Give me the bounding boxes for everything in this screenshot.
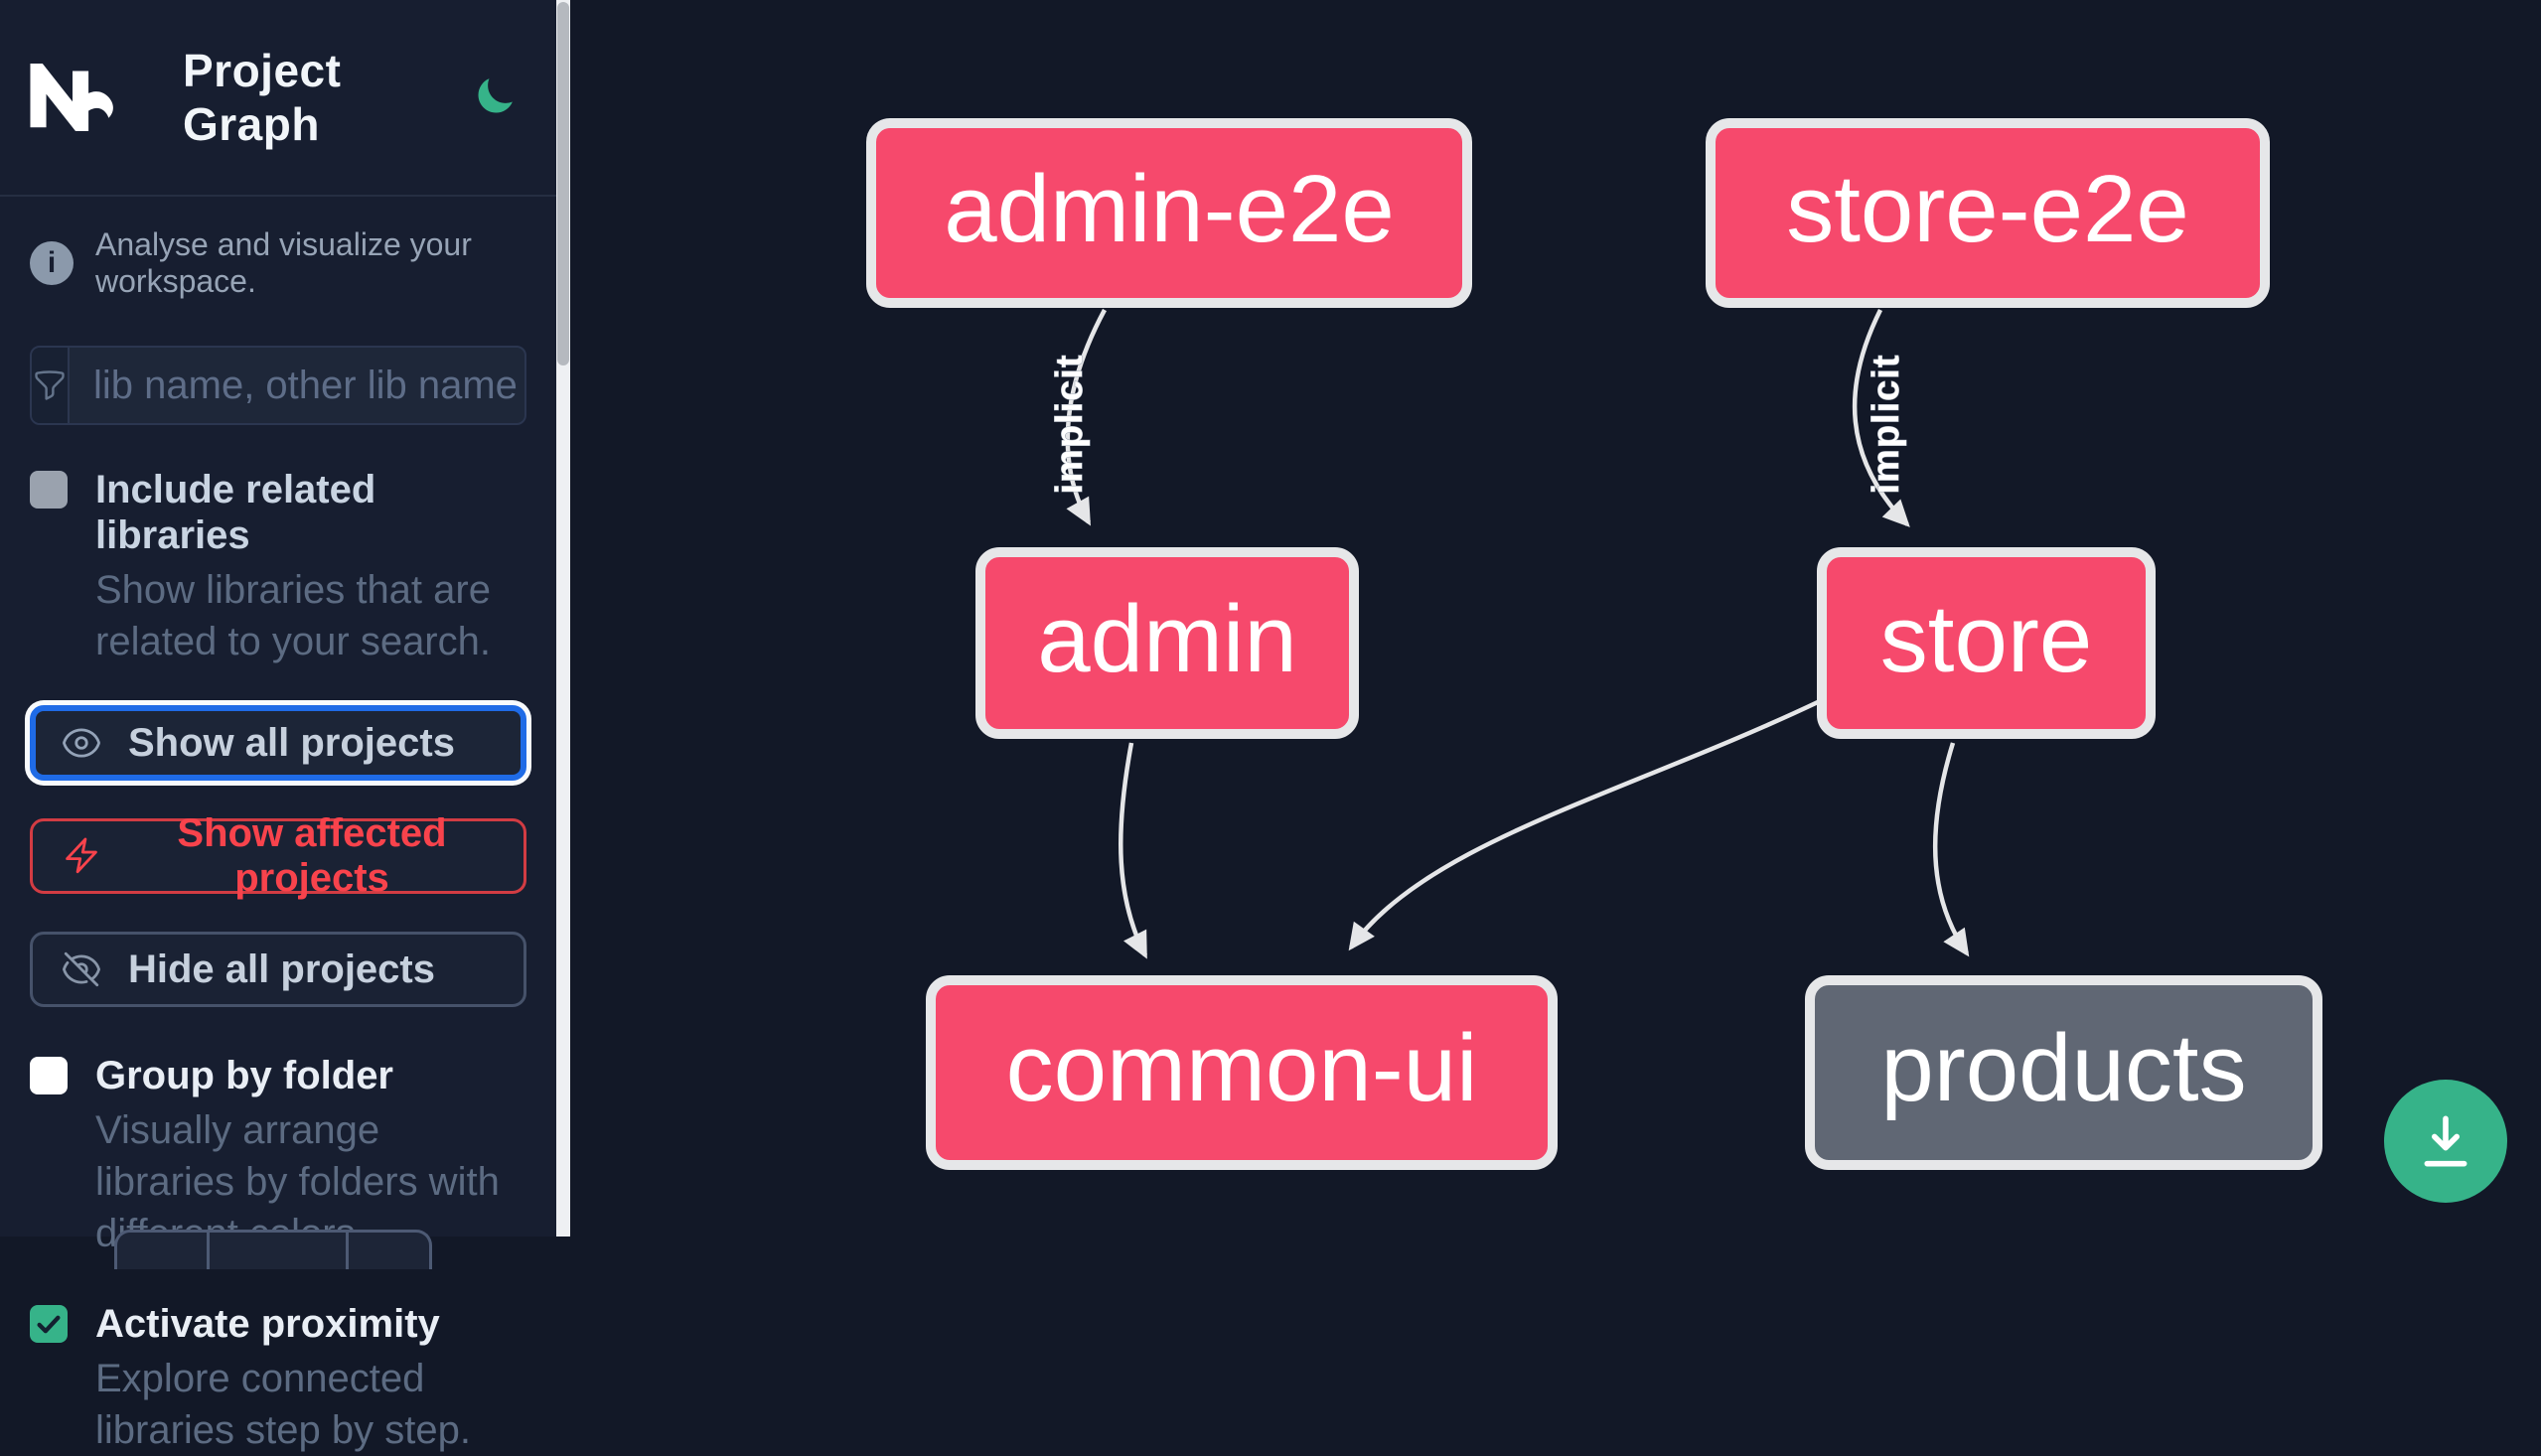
filter-field: [30, 346, 526, 425]
show-all-projects-button[interactable]: Show all projects: [30, 705, 526, 781]
button-label: Show all projects: [128, 720, 455, 765]
edge-label-admin-e2e: implicit: [1049, 354, 1091, 494]
checkbox-activate-proximity[interactable]: Activate proximity Explore connected lib…: [30, 1301, 526, 1456]
checkbox-group-by-folder[interactable]: Group by folder Visually arrange librari…: [30, 1053, 526, 1259]
checkbox-description: Show libraries that are related to your …: [95, 568, 491, 663]
checkbox-unchecked-icon[interactable]: [30, 1057, 68, 1094]
stepper-divider: [207, 1233, 210, 1269]
checkbox-unchecked-icon[interactable]: [30, 471, 68, 509]
info-icon: i: [30, 241, 74, 285]
sidebar-scrollbar[interactable]: [556, 0, 570, 1237]
hide-all-projects-button[interactable]: Hide all projects: [30, 932, 526, 1007]
bolt-icon: [66, 837, 97, 874]
button-label: Show affected projects: [177, 811, 447, 900]
edge-store-e2e-to-store: [1852, 308, 1910, 527]
edge-admin-to-common-ui: [1118, 742, 1148, 959]
graph-node-store-e2e[interactable]: store-e2e: [1706, 118, 2270, 308]
show-affected-projects-button[interactable]: Show affected projects: [30, 811, 526, 900]
proximity-stepper[interactable]: [114, 1230, 432, 1269]
dependency-edges: implicit implicit: [1049, 308, 1970, 959]
checkbox-description: Explore connected libraries step by step…: [95, 1357, 471, 1452]
graph-node-store[interactable]: store: [1817, 547, 2156, 739]
lib-filter-input[interactable]: [70, 348, 524, 423]
edge-store-to-products: [1933, 742, 1970, 957]
eye-slash-icon: [62, 951, 101, 987]
dark-mode-toggle[interactable]: [471, 73, 519, 121]
stepper-divider: [346, 1233, 349, 1269]
sidebar-header: Project Graph: [0, 0, 556, 197]
graph-node-admin[interactable]: admin: [975, 547, 1359, 739]
graph-node-products[interactable]: products: [1805, 975, 2322, 1170]
checkbox-label: Include related libraries: [95, 468, 376, 557]
checkbox-checked-icon[interactable]: [30, 1305, 68, 1343]
sidebar: Project Graph i Analyse and visualize yo…: [0, 0, 556, 1452]
edge-store-to-common-ui: [1348, 698, 1821, 951]
graph-node-common-ui[interactable]: common-ui: [926, 975, 1558, 1170]
project-graph-canvas[interactable]: implicit implicit admin-e2e store-e2e admin…: [570, 0, 2541, 1237]
edge-admin-e2e-to-admin: [1065, 308, 1107, 526]
page-title: Project Graph: [183, 45, 342, 150]
checkbox-include-related[interactable]: Include related libraries Show libraries…: [30, 467, 526, 667]
graph-node-admin-e2e[interactable]: admin-e2e: [866, 118, 1472, 308]
workspace-info-row: i Analyse and visualize your workspace.: [30, 226, 526, 300]
funnel-icon: [32, 348, 70, 423]
button-label: Hide all projects: [128, 946, 435, 991]
download-graph-button[interactable]: [2384, 1080, 2507, 1203]
moon-icon: [478, 77, 513, 112]
scrollbar-thumb[interactable]: [557, 2, 569, 365]
download-icon: [2424, 1115, 2467, 1167]
nx-logo-icon: [30, 64, 113, 131]
eye-icon: [63, 728, 100, 758]
edge-label-store-e2e: implicit: [1866, 354, 1907, 494]
checkbox-label: Group by folder: [95, 1054, 393, 1097]
tagline: Analyse and visualize your workspace.: [95, 226, 472, 299]
checkbox-label: Activate proximity: [95, 1302, 440, 1346]
